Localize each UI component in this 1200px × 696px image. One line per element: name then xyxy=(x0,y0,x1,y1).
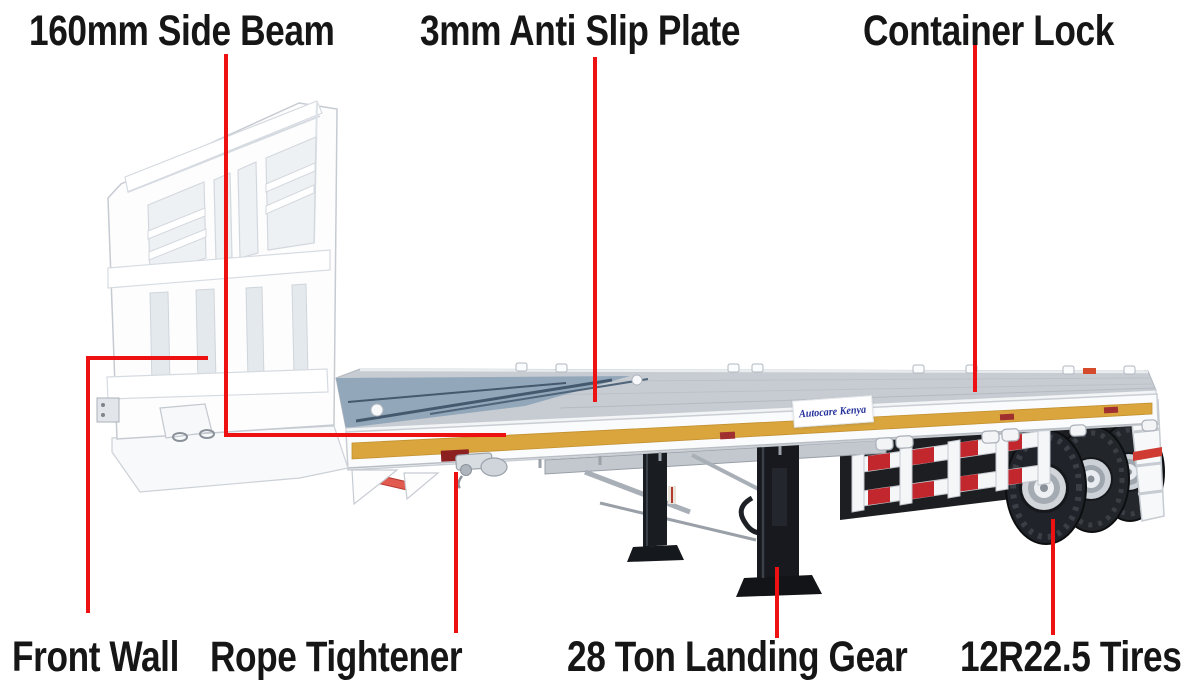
label-rope-tightener: Rope Tightener xyxy=(210,633,463,681)
deck xyxy=(335,368,1157,430)
rope-tightener-device xyxy=(455,452,508,489)
container-locks xyxy=(370,362,1136,417)
reflective-skirt xyxy=(851,426,1051,513)
label-container-lock: Container Lock xyxy=(863,7,1114,55)
leader-rope-tightener xyxy=(454,472,458,633)
rear-marker xyxy=(1083,368,1096,374)
leader-anti-slip xyxy=(593,57,597,402)
label-side-beam: 160mm Side Beam xyxy=(29,7,335,55)
rear-red-bar xyxy=(1133,447,1162,461)
chassis-sill xyxy=(544,439,887,542)
leader-tires xyxy=(1051,519,1055,635)
front-wall-structure xyxy=(96,100,440,506)
leader-container-lock xyxy=(973,44,977,392)
label-front-wall: Front Wall xyxy=(12,633,179,681)
tires xyxy=(1005,422,1165,545)
label-tires: 12R22.5 Tires xyxy=(960,633,1182,681)
label-landing-gear: 28 Ton Landing Gear xyxy=(567,633,908,681)
under-beam-fittings xyxy=(366,406,1158,491)
leader-landing-gear xyxy=(775,567,779,638)
landing-gear xyxy=(627,437,822,597)
leader-side-beam-horizontal xyxy=(224,433,506,437)
side-beam xyxy=(345,393,1159,471)
leader-front-wall-horizontal xyxy=(86,356,208,360)
brand-plate: Autocare Kenya xyxy=(792,395,874,428)
yellow-stripe xyxy=(351,402,1153,460)
leader-side-beam-vertical xyxy=(224,54,228,435)
label-anti-slip: 3mm Anti Slip Plate xyxy=(420,7,741,55)
leader-front-wall-vertical xyxy=(86,356,90,613)
brand-plate-text: Autocare Kenya xyxy=(799,403,867,420)
